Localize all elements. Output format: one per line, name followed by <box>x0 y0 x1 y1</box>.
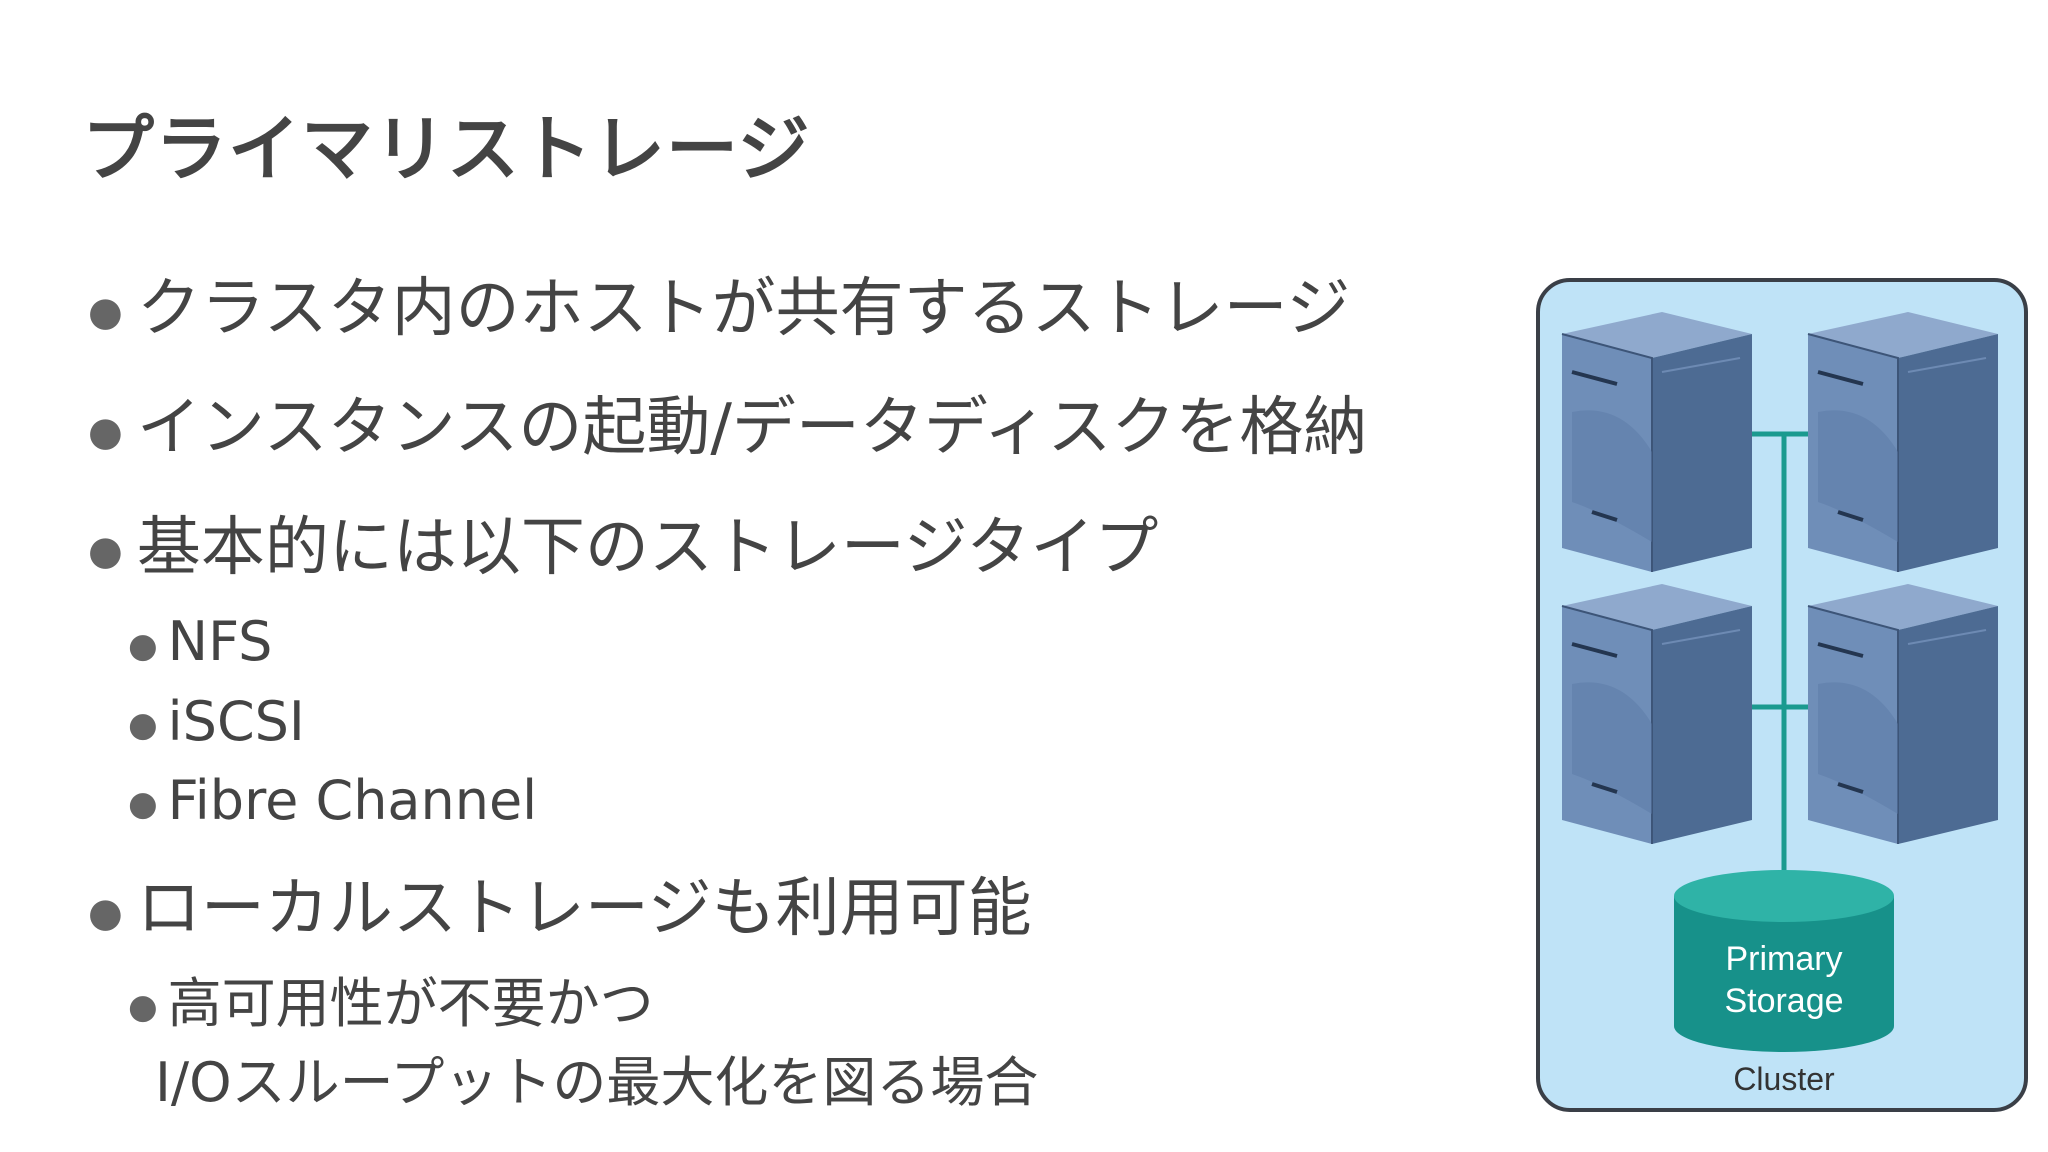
sub-bullet-text: iSCSI <box>167 689 305 753</box>
bullet-item: ● クラスタ内のホストが共有するストレージ <box>88 268 1488 353</box>
bullet-dot: ● <box>88 408 123 455</box>
bullet-item: ● 基本的には以下のストレージタイプ <box>88 507 1488 592</box>
bullet-text: クラスタ内のホストが共有するストレージ <box>136 272 1351 346</box>
bullet-list: ● クラスタ内のホストが共有するストレージ ● インスタンスの起動/データディスクを… <box>88 268 1488 1147</box>
storage-label-line1: Primary <box>1725 940 1842 978</box>
bullet-item: ● インスタンスの起動/データディスクを格納 <box>88 387 1488 472</box>
bullet-dot: ● <box>128 987 158 1028</box>
bullet-dot: ● <box>128 704 158 745</box>
cluster-diagram: Primary Storage Cluster <box>1536 278 2028 1112</box>
sub-bullet-continuation: I/Oスループットの最大化を図る場合 <box>155 1051 1039 1115</box>
server-icon <box>1806 310 2000 574</box>
storage-type-list: ●NFS ●iSCSI ●Fibre Channel <box>88 604 1488 842</box>
bullet-text: インスタンスの起動/データディスクを格納 <box>136 391 1368 466</box>
server-icon <box>1806 582 2000 846</box>
sub-bullet-item: ●Fibre Channel <box>128 763 1488 842</box>
storage-label-line2: Storage <box>1724 982 1843 1020</box>
bullet-dot: ● <box>88 528 123 575</box>
slide-title: プライマリストレージ <box>82 107 811 191</box>
bullet-dot: ● <box>128 625 158 666</box>
bullet-dot: ● <box>128 784 158 825</box>
sub-bullet-item: ●高可用性が不要かつ I/Oスループットの最大化を図る場合 <box>128 966 1488 1121</box>
local-note-list: ●高可用性が不要かつ I/Oスループットの最大化を図る場合 <box>88 966 1488 1121</box>
sub-bullet-item: ●iSCSI <box>128 684 1488 763</box>
bullet-item: ● ローカルストレージも利用可能 <box>88 868 1488 953</box>
bullet-text: 基本的には以下のストレージタイプ <box>136 510 1159 585</box>
sub-bullet-text: 高可用性が不要かつ <box>167 971 654 1035</box>
sub-bullet-text: Fibre Channel <box>167 768 538 832</box>
cluster-label: Cluster <box>1733 1061 1835 1097</box>
sub-bullet-item: ●NFS <box>128 604 1488 683</box>
bullet-dot: ● <box>88 889 123 936</box>
primary-storage-icon: Primary Storage <box>1674 870 1894 1052</box>
sub-bullet-text: NFS <box>167 610 273 674</box>
server-icon <box>1560 582 1754 846</box>
bullet-dot: ● <box>88 289 123 336</box>
bullet-text: ローカルストレージも利用可能 <box>136 872 1032 947</box>
server-icon <box>1560 310 1754 574</box>
